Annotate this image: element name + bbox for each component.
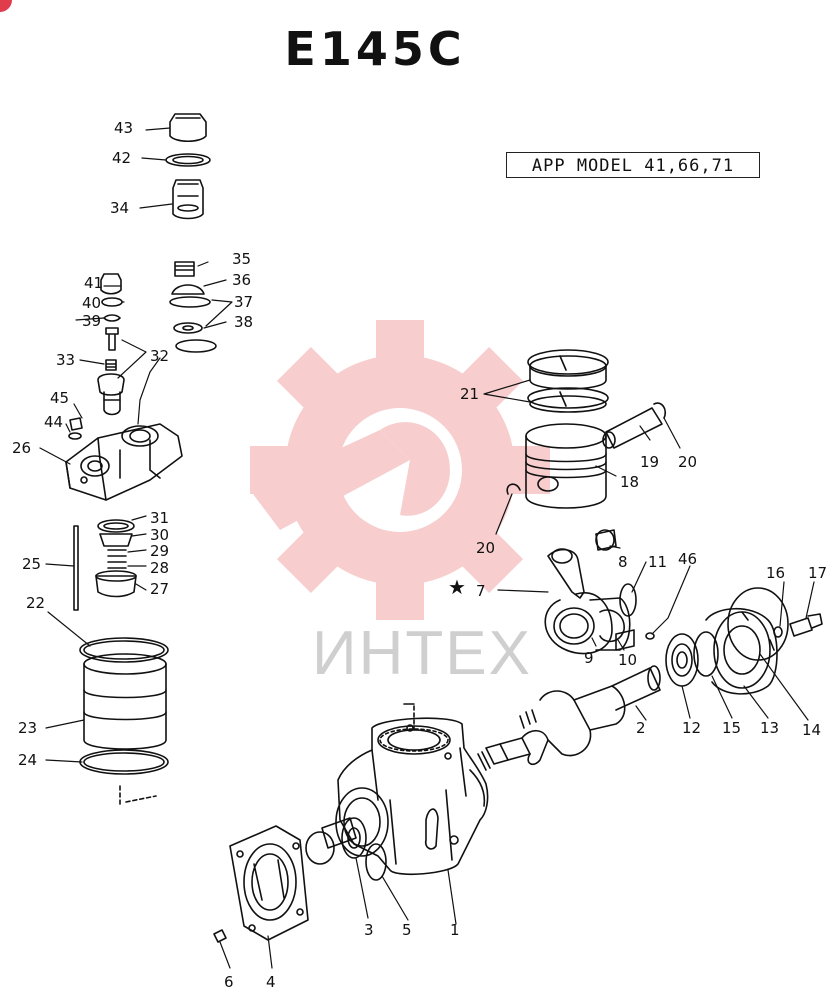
part-label-41: 41 [84, 274, 104, 292]
part-label-6: 6 [224, 973, 234, 991]
part-label-12: 12 [682, 719, 702, 737]
part-label-10: 10 [618, 651, 638, 669]
part-label-24: 24 [18, 751, 38, 769]
part-label-31: 31 [150, 509, 170, 527]
part-label-11: 11 [648, 553, 668, 571]
diagram-title: E145C [284, 22, 466, 76]
watermark-text: ИНТЕХ [312, 619, 532, 688]
part-label-8: 8 [618, 553, 628, 571]
part-label-43: 43 [114, 119, 134, 137]
part-43-cap [169, 113, 207, 143]
part-26-valve-head [65, 423, 183, 501]
part-label-37: 37 [234, 293, 254, 311]
part-label-7: 7 [476, 582, 486, 600]
part-label-32: 32 [150, 347, 170, 365]
part-42-ring [165, 153, 211, 167]
part-label-39: 39 [82, 312, 102, 330]
part-label-3: 3 [364, 921, 374, 939]
model-note: APP MODEL 41,66,71 [506, 152, 760, 178]
part-label-45: 45 [50, 389, 70, 407]
part-label-26: 26 [12, 439, 32, 457]
part-label-27: 27 [150, 580, 170, 598]
part-label-40: 40 [82, 294, 102, 312]
part-label-9: 9 [584, 649, 594, 667]
part-label-46: 46 [678, 550, 698, 568]
part-label-21: 21 [460, 385, 480, 403]
part-label-16: 16 [766, 564, 786, 582]
part-label-33: 33 [56, 351, 76, 369]
part-label-38: 38 [234, 313, 254, 331]
part-label-5: 5 [402, 921, 412, 939]
part-label-1: 1 [450, 921, 460, 939]
part-label-22: 22 [26, 594, 46, 612]
part-label-23: 23 [18, 719, 38, 737]
part-label-2: 2 [636, 719, 646, 737]
part-label-4: 4 [266, 973, 276, 991]
part-label-25: 25 [22, 555, 42, 573]
part-label-36: 36 [232, 271, 252, 289]
part-label-20a: 20 [678, 453, 698, 471]
part-label-34: 34 [110, 199, 130, 217]
part-label-19: 19 [640, 453, 660, 471]
part-label-13: 13 [760, 719, 780, 737]
part-34-valve-body [172, 179, 204, 220]
part-label-17: 17 [808, 564, 828, 582]
part-label-29: 29 [150, 542, 170, 560]
part-label-28: 28 [150, 559, 170, 577]
part-label-20b: 20 [476, 539, 496, 557]
part-label-30: 30 [150, 526, 170, 544]
part-label-18: 18 [620, 473, 640, 491]
part-label-14: 14 [802, 721, 822, 739]
part-41-plug [100, 273, 122, 295]
part-label-44: 44 [44, 413, 64, 431]
part-label-35: 35 [232, 250, 252, 268]
part-label-15: 15 [722, 719, 742, 737]
star-icon: ★ [448, 575, 466, 599]
part-label-42: 42 [112, 149, 132, 167]
